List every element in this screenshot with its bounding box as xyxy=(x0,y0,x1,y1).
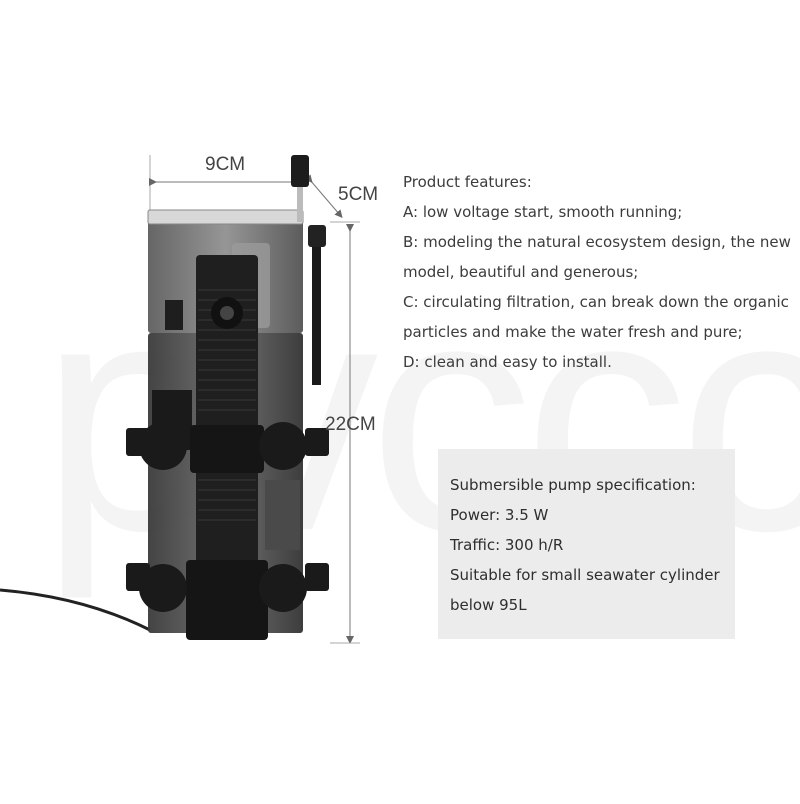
pump-spec-box: Submersible pump specification: Power: 3… xyxy=(438,449,735,639)
height-dimension-label: 22CM xyxy=(325,414,376,435)
dimension-arrow-icon xyxy=(149,155,360,644)
product-features: Product features: A: low voltage start, … xyxy=(403,167,800,377)
spec-suitable-line2: below 95L xyxy=(450,596,527,614)
spec-power: Power: 3.5 W xyxy=(450,506,549,524)
feature-line: D: clean and easy to install. xyxy=(403,353,612,371)
width-dimension-label: 9CM xyxy=(205,154,246,175)
feature-line: C: circulating filtration, can break dow… xyxy=(403,293,789,311)
feature-line: particles and make the water fresh and p… xyxy=(403,323,743,341)
spec-suitable-line1: Suitable for small seawater cylinder xyxy=(450,566,720,584)
feature-line: model, beautiful and generous; xyxy=(403,263,639,281)
features-heading: Product features: xyxy=(403,173,532,191)
protein-skimmer-image xyxy=(0,155,360,644)
feature-line: A: low voltage start, smooth running; xyxy=(403,203,683,221)
product-image-area: 9CM 5CM 22CM xyxy=(0,0,400,800)
spec-heading: Submersible pump specification: xyxy=(450,476,696,494)
spec-traffic: Traffic: 300 h/R xyxy=(450,536,564,554)
feature-line: B: modeling the natural ecosystem design… xyxy=(403,233,791,251)
depth-dimension-label: 5CM xyxy=(338,184,379,205)
